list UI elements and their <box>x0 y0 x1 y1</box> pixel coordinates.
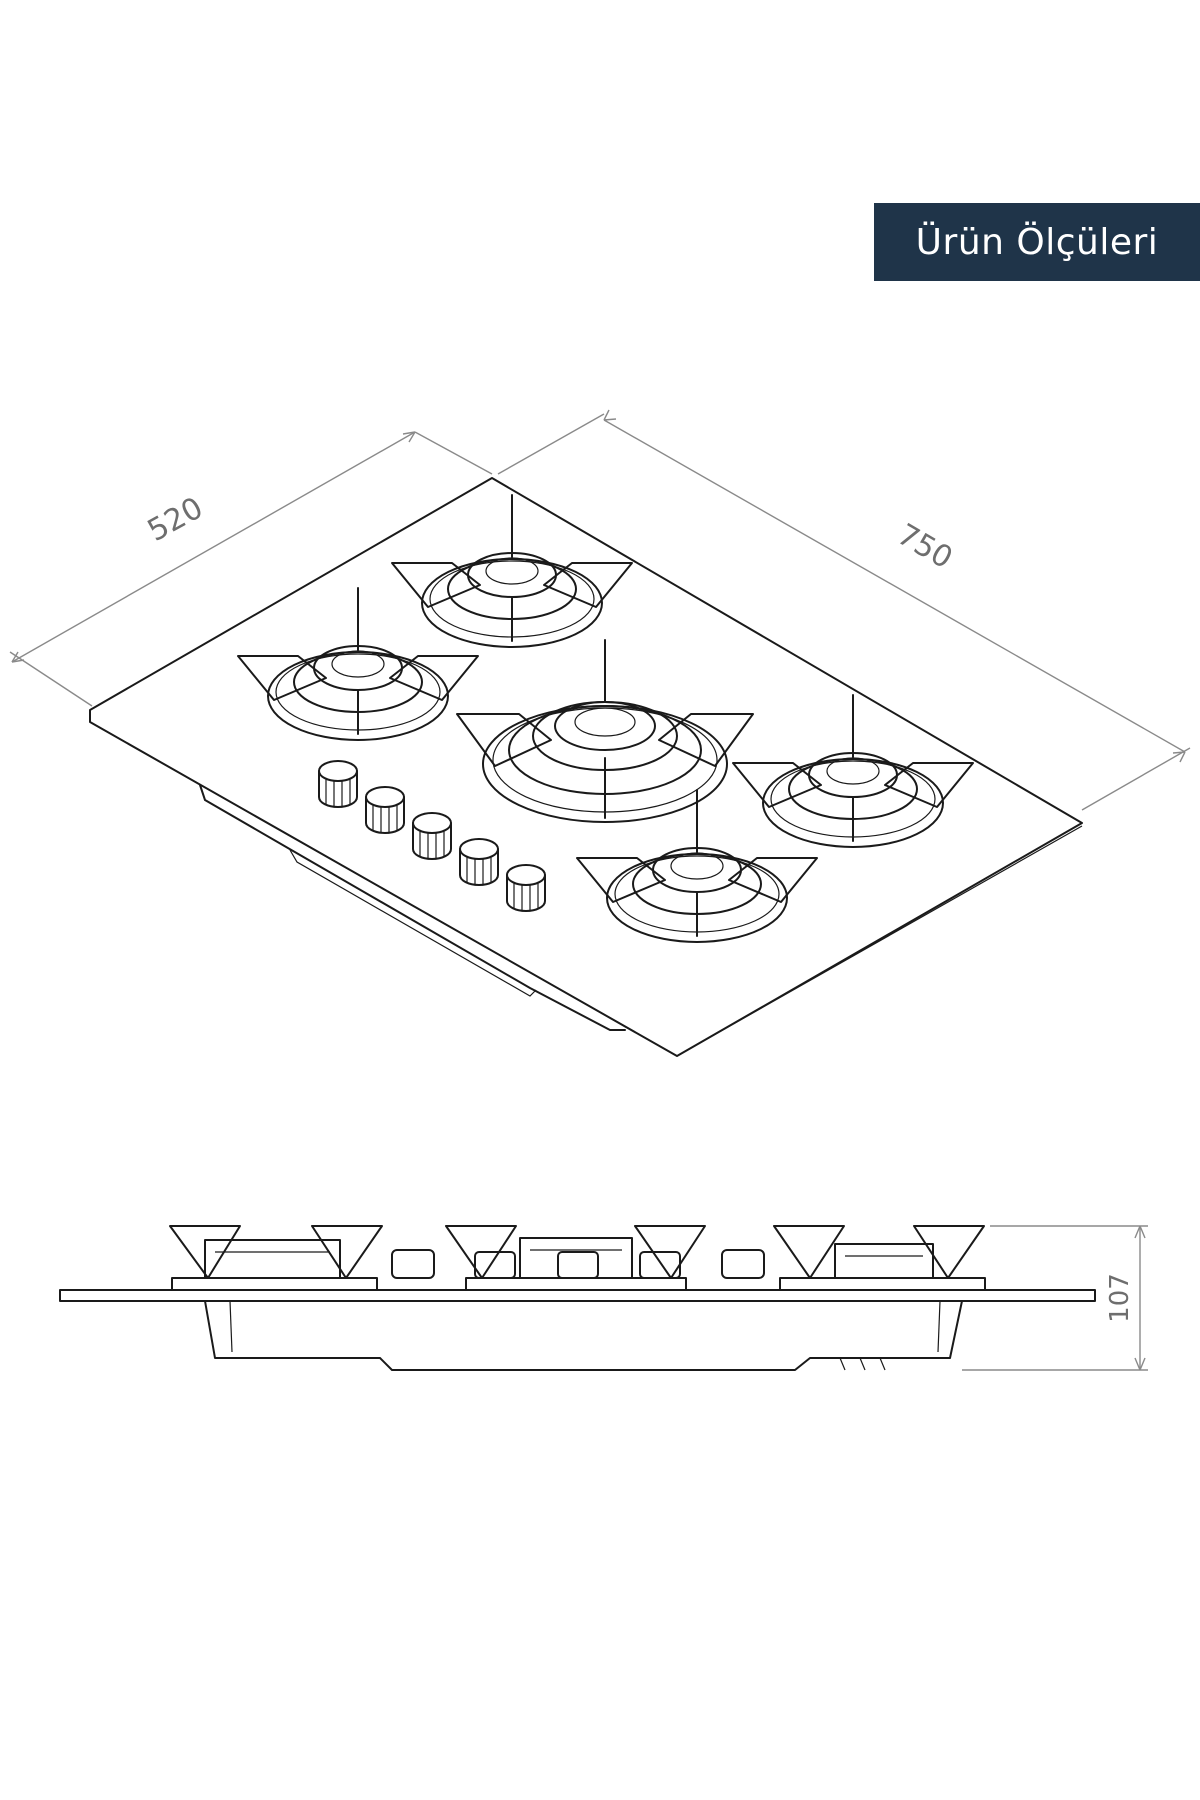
hob-isometric-view: 520 750 <box>9 409 1191 1057</box>
burner-rear-center <box>391 494 633 648</box>
side-knob-4 <box>639 1251 681 1279</box>
height-dimension-line <box>962 1225 1148 1371</box>
burner-front <box>576 789 818 943</box>
control-knob-4 <box>459 838 499 886</box>
burner-wok-center <box>456 639 754 823</box>
glass-plate-side <box>59 1289 1096 1302</box>
side-knob-1 <box>391 1249 435 1279</box>
control-knob-1 <box>318 760 358 808</box>
depth-value: 520 <box>142 491 209 549</box>
hob-side-view: 107 <box>59 1225 1148 1371</box>
control-knob-2 <box>365 786 405 834</box>
side-knob-2 <box>474 1251 516 1279</box>
height-value: 107 <box>1105 1273 1135 1323</box>
hob-underside <box>199 784 626 1031</box>
hob-body-side <box>204 1300 963 1371</box>
control-knob-3 <box>412 812 452 860</box>
width-dimension-line <box>497 409 1191 811</box>
width-value: 750 <box>891 517 958 576</box>
side-knob-3 <box>557 1251 599 1279</box>
product-dimensions-badge: Ürün Ölçüleri <box>874 203 1200 281</box>
burner-left <box>237 587 479 741</box>
control-knob-5 <box>506 864 546 912</box>
burner-right <box>732 694 974 848</box>
side-knob-5 <box>721 1249 765 1279</box>
grate-right <box>773 1225 985 1279</box>
glass-top-outline <box>89 477 1083 1057</box>
depth-dimension-line <box>9 431 493 707</box>
